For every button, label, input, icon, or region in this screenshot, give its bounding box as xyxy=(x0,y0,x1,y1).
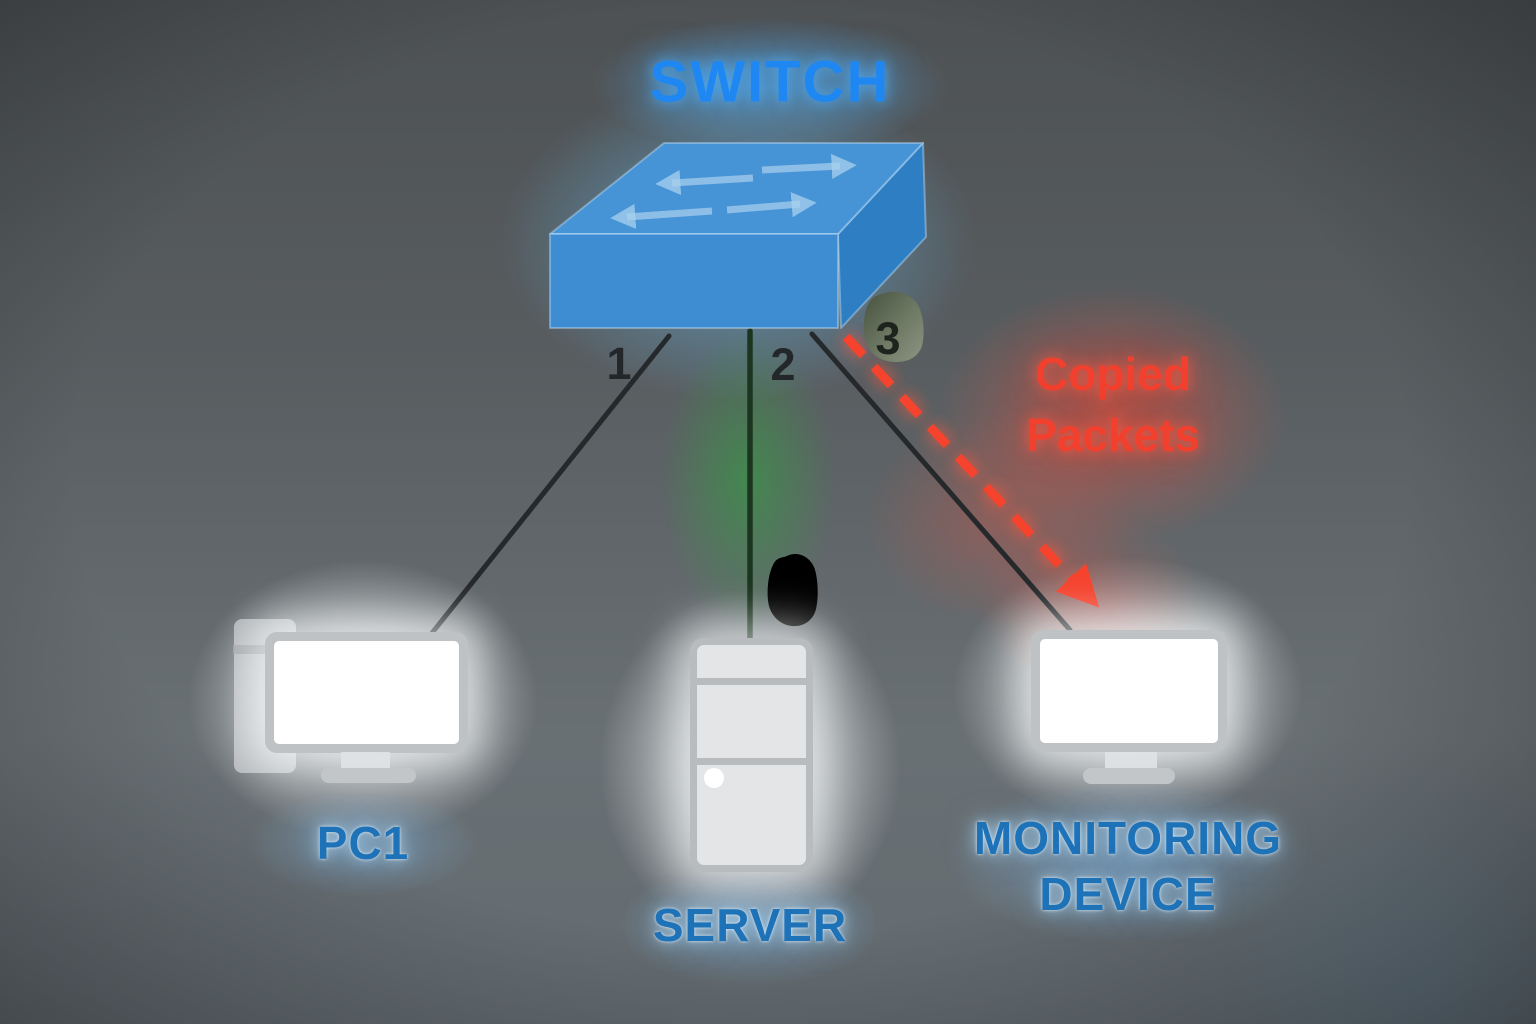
server-icon xyxy=(690,638,813,872)
copied-packets-arrow xyxy=(842,333,1100,608)
pc1-monitor-frame xyxy=(265,632,468,753)
server-panel-divider xyxy=(697,758,806,765)
link-switch-pc1 xyxy=(429,333,672,636)
pc1-tower-slot xyxy=(233,645,268,654)
server-panel-divider xyxy=(697,678,806,685)
server-power-button-icon xyxy=(704,768,724,788)
pc1-monitor-neck xyxy=(341,752,390,770)
monitoring-monitor-neck xyxy=(1105,752,1157,770)
switch-arrows-icon xyxy=(610,153,857,229)
ink-blob-black xyxy=(767,554,818,627)
switch-front-face xyxy=(549,233,839,329)
switch-arrow-right-2 xyxy=(726,192,817,218)
ink-blob-olive xyxy=(863,291,924,362)
switch-arrow-left-1 xyxy=(655,169,754,196)
pc1-monitor-base xyxy=(321,768,416,783)
pc1-monitor-screen xyxy=(274,641,459,744)
monitoring-monitor-base xyxy=(1083,768,1175,784)
switch-arrow-right-1 xyxy=(761,153,857,180)
monitoring-monitor-screen xyxy=(1040,639,1218,743)
link-switch-monitoring xyxy=(809,331,1073,633)
switch-side-face xyxy=(837,142,927,329)
monitoring-monitor-frame xyxy=(1031,630,1227,752)
switch-arrow-left-2 xyxy=(610,203,713,229)
